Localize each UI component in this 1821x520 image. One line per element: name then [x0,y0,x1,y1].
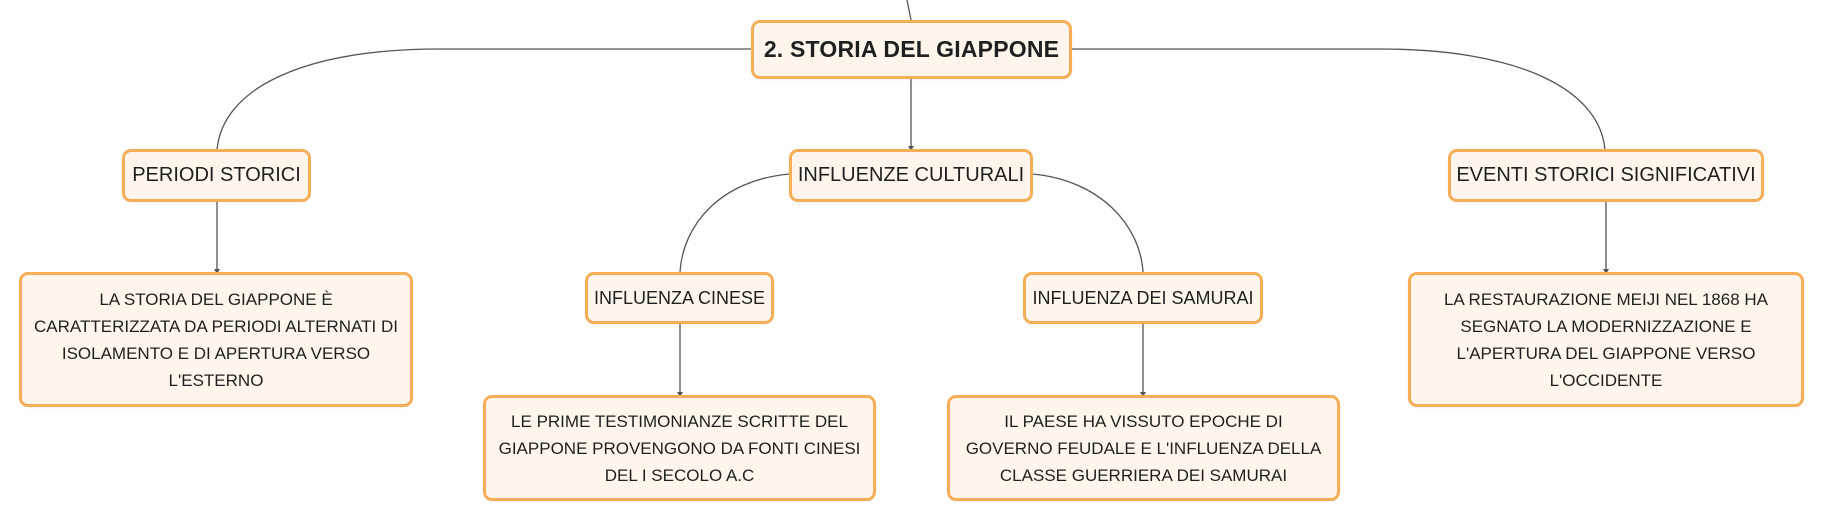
connector-root-to-periodi [216,48,752,151]
subtopic-influenza-samurai[interactable]: INFLUENZA DEI SAMURAI [1023,272,1263,324]
root-node[interactable]: 2. STORIA DEL GIAPPONE [751,20,1072,79]
subtopic-influenza-cinese-label: INFLUENZA CINESE [593,287,766,308]
detail-eventi-storici-text: LA RESTAURAZIONE MEIJI NEL 1868 HA SEGNA… [1443,289,1769,390]
root-node-label: 2. STORIA DEL GIAPPONE [763,36,1060,62]
detail-periodi-storici-text: LA STORIA DEL GIAPPONE È CARATTERIZZATA … [34,289,398,390]
topic-eventi-storici-label: EVENTI STORICI SIGNIFICATIVI [1456,164,1756,186]
connector-parent-to-root [906,0,912,21]
detail-periodi-storici[interactable]: LA STORIA DEL GIAPPONE È CARATTERIZZATA … [19,272,413,407]
arrowhead [1603,269,1609,274]
topic-influenze-culturali[interactable]: INFLUENZE CULTURALI [789,149,1033,202]
connector-influenze-to-samurai [1031,173,1144,273]
detail-influenza-cinese[interactable]: LE PRIME TESTIMONIANZE SCRITTE DEL GIAPP… [483,395,876,501]
topic-periodi-storici[interactable]: PERIODI STORICI [122,149,311,202]
detail-influenza-cinese-text: LE PRIME TESTIMONIANZE SCRITTE DEL GIAPP… [498,411,861,485]
subtopic-influenza-samurai-label: INFLUENZA DEI SAMURAI [1032,287,1254,308]
arrowhead [214,269,220,274]
arrowhead [1140,392,1146,397]
topic-eventi-storici[interactable]: EVENTI STORICI SIGNIFICATIVI [1448,149,1764,202]
topic-influenze-culturali-label: INFLUENZE CULTURALI [797,164,1025,186]
connector-root-to-eventi [1072,48,1606,151]
topic-periodi-storici-label: PERIODI STORICI [132,164,301,186]
detail-eventi-storici[interactable]: LA RESTAURAZIONE MEIJI NEL 1868 HA SEGNA… [1408,272,1804,407]
arrowhead [677,392,683,397]
connector-influenze-to-cinese [679,173,791,273]
subtopic-influenza-cinese[interactable]: INFLUENZA CINESE [585,272,774,324]
arrowhead [908,146,914,151]
detail-influenza-samurai-text: IL PAESE HA VISSUTO EPOCHE DI GOVERNO FE… [965,411,1322,485]
detail-influenza-samurai[interactable]: IL PAESE HA VISSUTO EPOCHE DI GOVERNO FE… [947,395,1340,501]
